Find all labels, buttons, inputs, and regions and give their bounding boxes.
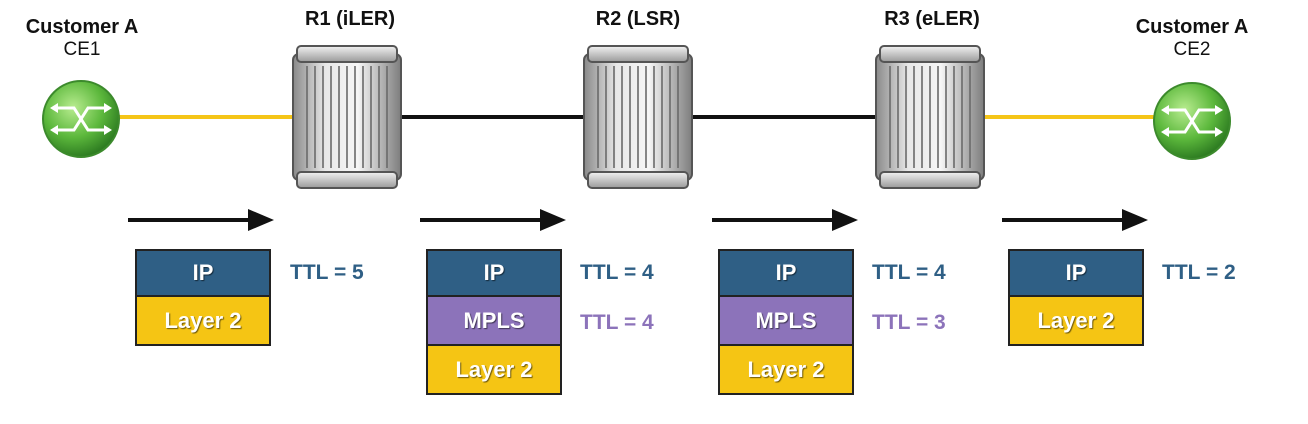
r1-title: R1 (iLER) bbox=[305, 8, 395, 30]
mpls-header-block: MPLS bbox=[718, 297, 854, 346]
header-stack-2: IP MPLS Layer 2 bbox=[426, 249, 562, 395]
layer2-header-block: Layer 2 bbox=[426, 346, 562, 395]
arrow-right-icon bbox=[1002, 209, 1148, 231]
header-stack-1: IP Layer 2 bbox=[135, 249, 271, 346]
layer2-header-block: Layer 2 bbox=[1008, 297, 1144, 346]
ce2-subtitle: CE2 bbox=[1173, 39, 1211, 60]
ip-header-block: IP bbox=[135, 249, 271, 297]
r3-title: R3 (eLER) bbox=[884, 8, 980, 30]
mpls-ttl-label: TTL = 3 bbox=[872, 311, 946, 334]
ip-ttl-label: TTL = 5 bbox=[290, 261, 364, 284]
ip-ttl-label: TTL = 4 bbox=[580, 261, 654, 284]
link-ce1-r1 bbox=[115, 115, 295, 119]
arrow-right-icon bbox=[128, 209, 274, 231]
r1-router-icon[interactable] bbox=[291, 44, 403, 190]
ce2-switch-icon[interactable] bbox=[1151, 80, 1233, 162]
ce1-subtitle: CE1 bbox=[63, 39, 101, 60]
mpls-ttl-label: TTL = 4 bbox=[580, 311, 654, 334]
ce1-switch-icon[interactable] bbox=[40, 78, 122, 160]
arrow-right-icon bbox=[420, 209, 566, 231]
mpls-header-block: MPLS bbox=[426, 297, 562, 346]
layer2-header-block: Layer 2 bbox=[718, 346, 854, 395]
header-stack-4: IP Layer 2 bbox=[1008, 249, 1144, 346]
link-r2-r3 bbox=[690, 115, 878, 119]
r2-title: R2 (LSR) bbox=[595, 8, 681, 30]
arrow-right-icon bbox=[712, 209, 858, 231]
ip-header-block: IP bbox=[426, 249, 562, 297]
ip-ttl-label: TTL = 4 bbox=[872, 261, 946, 284]
r2-router-icon[interactable] bbox=[582, 44, 694, 190]
ip-header-block: IP bbox=[718, 249, 854, 297]
ip-header-block: IP bbox=[1008, 249, 1144, 297]
ce2-title: Customer A bbox=[1135, 16, 1249, 38]
ip-ttl-label: TTL = 2 bbox=[1162, 261, 1236, 284]
link-r1-r2 bbox=[400, 115, 588, 119]
header-stack-3: IP MPLS Layer 2 bbox=[718, 249, 854, 395]
r3-router-icon[interactable] bbox=[874, 44, 986, 190]
link-r3-ce2 bbox=[982, 115, 1160, 119]
ce1-title: Customer A bbox=[25, 16, 139, 38]
layer2-header-block: Layer 2 bbox=[135, 297, 271, 346]
